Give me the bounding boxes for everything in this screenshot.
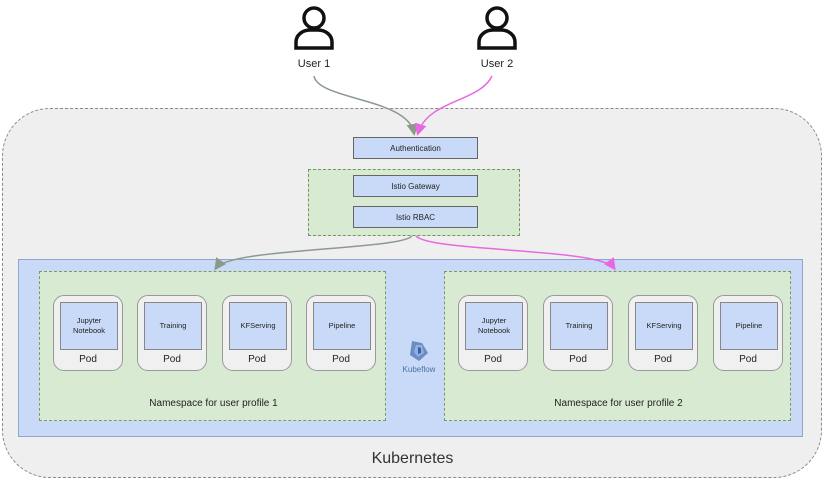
pod: Jupyter Notebook Pod [458, 295, 528, 371]
namespace-user-2: Jupyter Notebook Pod Training Pod KFServ… [444, 271, 791, 421]
kubeflow-logo-icon [410, 341, 428, 361]
pod: Jupyter Notebook Pod [53, 295, 123, 371]
pod-app: Jupyter Notebook [465, 302, 523, 350]
pod-app: Training [550, 302, 608, 350]
pod: KFServing Pod [628, 295, 698, 371]
pod-app: KFServing [635, 302, 693, 350]
pod-label: Pod [484, 354, 502, 365]
namespace-label: Namespace for user profile 1 [149, 398, 278, 409]
pod-label: Pod [332, 354, 350, 365]
user-1-label: User 1 [297, 58, 331, 70]
authentication-box: Authentication [353, 137, 478, 159]
pod: Pipeline Pod [713, 295, 783, 371]
pod-app: Pipeline [313, 302, 371, 350]
pod-label: Pod [163, 354, 181, 365]
namespace-user-1: Jupyter Notebook Pod Training Pod KFServ… [39, 271, 386, 421]
pod: KFServing Pod [222, 295, 292, 371]
user-1-icon [294, 6, 334, 50]
pod-label: Pod [248, 354, 266, 365]
namespace-label: Namespace for user profile 2 [554, 398, 683, 409]
istio-rbac-box: Istio RBAC [353, 206, 478, 228]
pod-app: Jupyter Notebook [60, 302, 118, 350]
pod: Training Pod [137, 295, 207, 371]
pod-label: Pod [569, 354, 587, 365]
pod: Training Pod [543, 295, 613, 371]
pod-app: Training [144, 302, 202, 350]
pod-label: Pod [654, 354, 672, 365]
pod-label: Pod [79, 354, 97, 365]
pod-app: KFServing [229, 302, 287, 350]
kubeflow-label: Kubeflow [402, 365, 436, 374]
pod: Pipeline Pod [306, 295, 376, 371]
kubernetes-label: Kubernetes [371, 450, 454, 467]
pod-label: Pod [739, 354, 757, 365]
user-2-icon [477, 6, 517, 50]
user-2-label: User 2 [480, 58, 514, 70]
istio-gateway-box: Istio Gateway [353, 175, 478, 197]
pod-app: Pipeline [720, 302, 778, 350]
